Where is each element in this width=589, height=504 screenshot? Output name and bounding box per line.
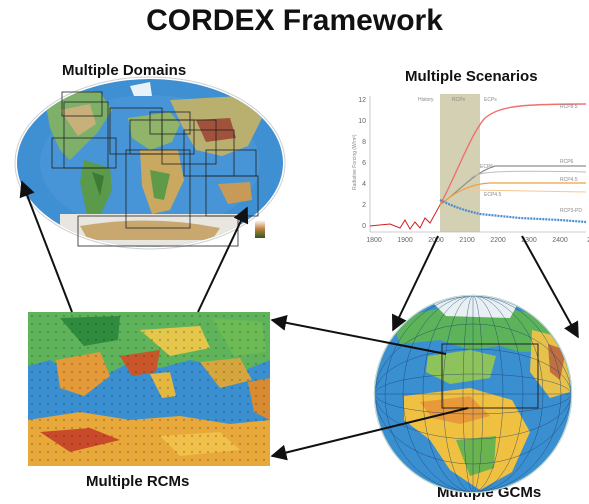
arrow-globe-to-rcm-bottom: [270, 407, 469, 461]
connector-arrows: [19, 180, 579, 461]
domains-colorbar: [255, 220, 265, 238]
y-tick-label: 4: [362, 181, 366, 188]
arrow-scenario-to-globe-left: [392, 235, 439, 332]
y-tick-label: 0: [362, 223, 366, 230]
history-line: [369, 204, 441, 230]
rcm-europe-map: [28, 312, 270, 466]
x-tick-labels: 180019002000210022002300240025: [366, 237, 589, 244]
arrow-rcm-to-domains-right: [197, 206, 249, 313]
domains-world-map: [14, 76, 286, 250]
arrow-globe-to-rcm-top: [270, 314, 447, 355]
gcm-globe: [373, 294, 573, 494]
y-tick-labels: 0 2 4 6 8 10 12: [358, 97, 366, 230]
ecp6-line: [469, 170, 587, 179]
x-tick-label: 2300: [521, 237, 537, 244]
x-tick-label: 2400: [552, 237, 568, 244]
x-tick-label: 1800: [366, 237, 382, 244]
y-tick-label: 12: [358, 97, 366, 104]
series-label-ecp6: ECP6: [480, 164, 493, 170]
x-tick-label: 25: [587, 237, 589, 244]
band-label-rcps: RCPs: [452, 97, 466, 103]
rcp85-line: [439, 103, 587, 206]
band-label-ecps: ECPs: [484, 97, 497, 103]
x-tick-label: 2100: [459, 237, 475, 244]
y-tick-label: 2: [362, 202, 366, 209]
x-tick-label: 2200: [490, 237, 506, 244]
x-tick-label: 1900: [397, 237, 413, 244]
y-tick-label: 6: [362, 160, 366, 167]
multiple-rcms-label: Multiple RCMs: [86, 473, 190, 490]
series-label-rcp6: RCP6: [560, 159, 574, 165]
arrow-rcm-to-domains-left: [19, 180, 73, 313]
y-tick-label: 10: [358, 118, 366, 125]
series-label-rcp45: RCP4.5: [560, 177, 578, 183]
arrow-scenario-to-globe-right: [521, 235, 579, 339]
y-axis-label: Radiative Forcing (W/m²): [352, 134, 358, 190]
series-label-rcp85: RCP8.5: [560, 104, 578, 110]
rcp3-line: [439, 199, 587, 224]
globe-region-box: [441, 343, 539, 409]
ecp45-line: [469, 189, 587, 193]
band-label-history: History: [418, 97, 434, 103]
series-label-rcp3pd: RCP3-PD: [560, 208, 582, 214]
series-label-ecp45: ECP4.5: [484, 192, 501, 198]
page-title: CORDEX Framework: [146, 4, 443, 37]
multiple-scenarios-label: Multiple Scenarios: [405, 68, 538, 85]
multiple-domains-label: Multiple Domains: [62, 62, 187, 79]
y-tick-label: 8: [362, 139, 366, 146]
